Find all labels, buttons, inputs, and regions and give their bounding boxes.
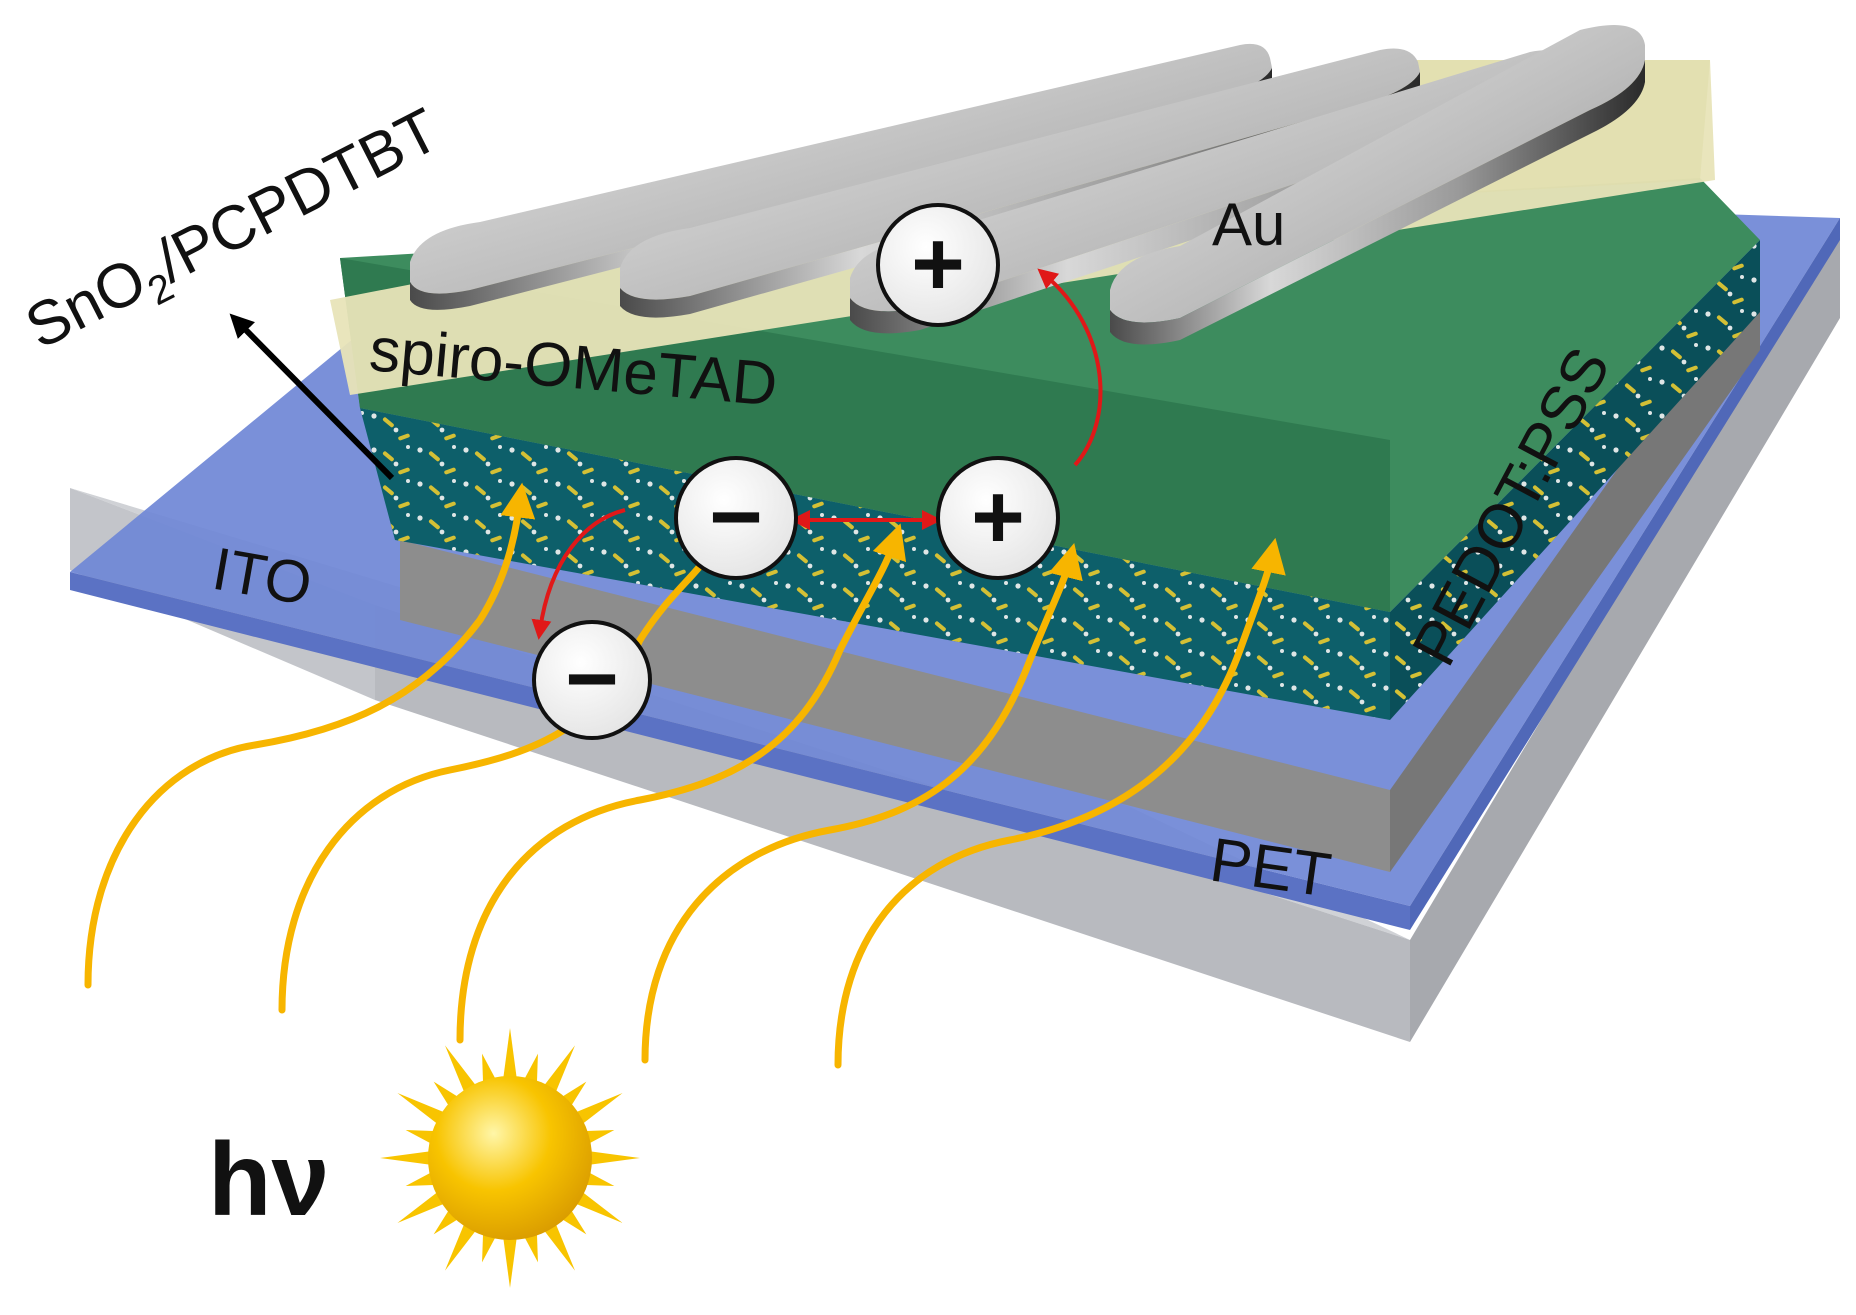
- sun-ray: [397, 1093, 447, 1126]
- sun-ray: [573, 1190, 623, 1223]
- au-label: Au: [1212, 191, 1285, 258]
- sun-ray: [445, 1221, 478, 1271]
- sun-ray: [397, 1190, 447, 1223]
- hole-au-symbol: +: [911, 213, 965, 315]
- light-path-1: [84, 482, 536, 989]
- electron-ito-symbol: −: [565, 628, 619, 730]
- au-electrode-1: [410, 43, 1272, 310]
- au-electrode-2: [620, 48, 1420, 318]
- sun-ray: [405, 1171, 437, 1186]
- hole-active: +: [936, 456, 1060, 580]
- light-path-5: [834, 537, 1286, 1069]
- sun-ray: [583, 1130, 615, 1145]
- charges: + − + −: [532, 203, 1060, 740]
- sun-ray: [445, 1045, 478, 1095]
- pet-label: PET: [1206, 826, 1335, 911]
- sun-ray: [587, 1150, 640, 1166]
- electron-transfer-arrow: [531, 508, 626, 640]
- hole-active-symbol: +: [971, 466, 1025, 568]
- sun-ray: [482, 1053, 497, 1085]
- sun-ray: [502, 1235, 518, 1288]
- light-path-4: [641, 543, 1083, 1064]
- electron-active: −: [674, 456, 798, 580]
- sun-ray: [583, 1171, 615, 1186]
- sun-ray: [523, 1231, 538, 1263]
- light-path-3: [456, 523, 907, 1044]
- sun-icon: [380, 1028, 640, 1288]
- sun-ray: [523, 1053, 538, 1085]
- electron-ito: −: [532, 620, 652, 740]
- sun-ray: [482, 1231, 497, 1263]
- hole-transfer-arrow: [1037, 268, 1103, 467]
- charge-arrows: [531, 268, 1103, 640]
- sun-ray: [542, 1221, 575, 1271]
- snO2-pointer-arrow: [229, 313, 395, 481]
- sun-ray: [405, 1130, 437, 1145]
- sun-ray: [502, 1028, 518, 1081]
- light-paths: [84, 482, 1286, 1069]
- light-path-2: [278, 556, 709, 1014]
- sun-ray: [542, 1045, 575, 1095]
- hv-label: hν: [208, 1122, 329, 1238]
- au-electrode-4: [1110, 25, 1645, 345]
- electron-active-symbol: −: [709, 466, 763, 568]
- hole-au: +: [876, 203, 1000, 327]
- sun-ray: [573, 1093, 623, 1126]
- sun-ray: [380, 1150, 433, 1166]
- active-layer: [360, 240, 1760, 720]
